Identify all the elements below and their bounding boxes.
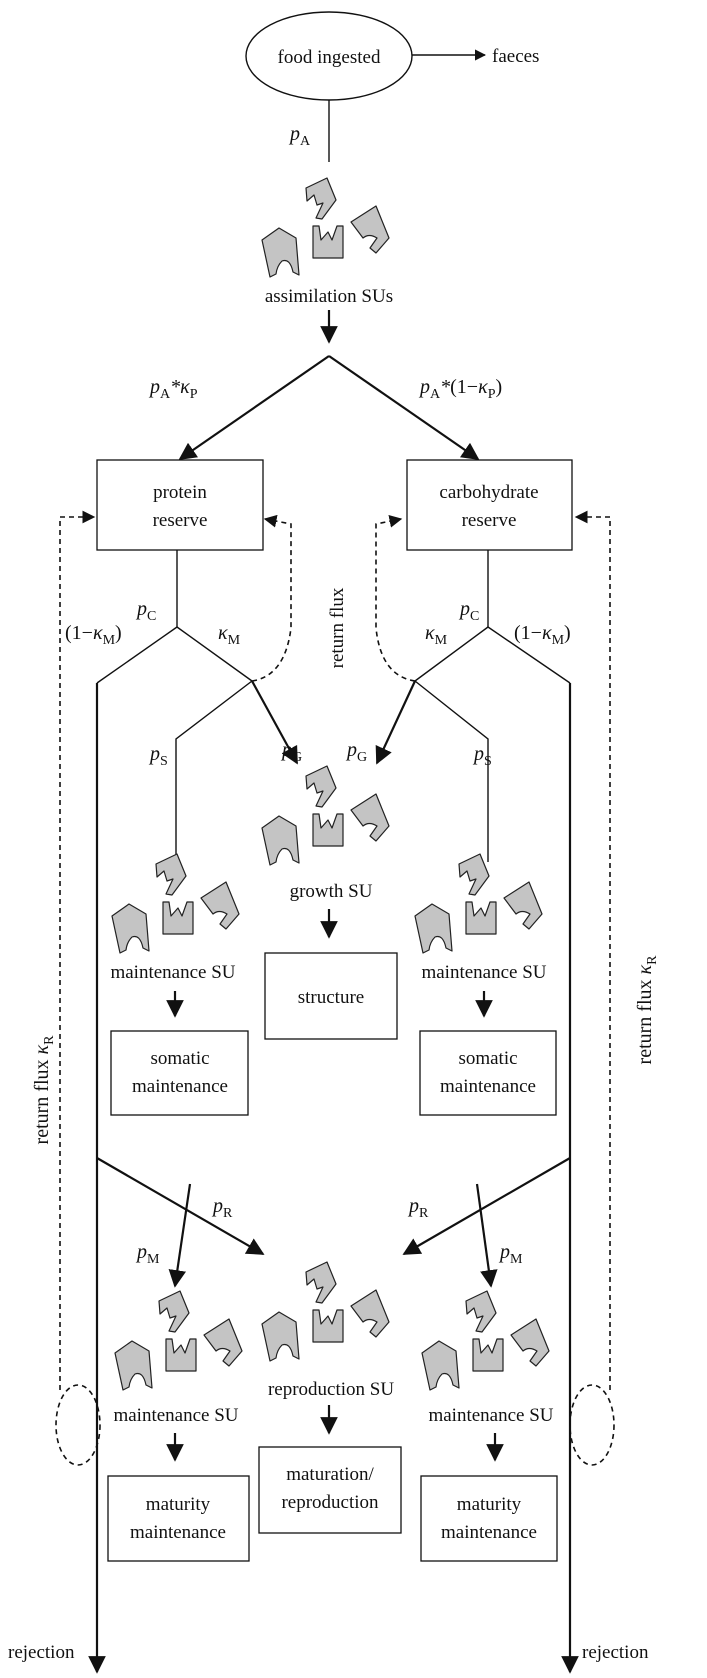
right-km-branch [414,626,489,682]
carbohydrate-reserve-label-2: reserve [462,510,517,531]
protein-reserve-box [96,459,264,551]
protein-reserve-label-2: reserve [153,510,208,531]
flux-pa-one-minus-kp-label: pA*(1−κP) [418,376,502,402]
right-maturity-maintenance-box [420,1475,558,1562]
right-one-minus-km-label: (1−κM) [514,622,571,648]
left-flux-pc-label: pC [135,598,156,624]
right-maintenance-su-label: maintenance SU [421,962,546,983]
left-one-minus-km-label: (1−κM) [65,622,122,648]
left-maturity-label-2: maintenance [130,1522,226,1543]
right-flux-pr-label: pR [407,1195,429,1221]
right-rejection-label: rejection [582,1642,649,1663]
right-km-complement-branch [487,626,571,684]
protein-reserve-label-1: protein [153,482,207,503]
flux-pa-kp-label: pA*κP [148,376,198,402]
carbohydrate-return-flux-dashed [375,514,416,682]
lower-left-maintenance-su-label: maintenance SU [113,1405,238,1426]
right-somatic-label-2: maintenance [440,1076,536,1097]
carbohydrate-reserve-label-1: carbohydrate [439,482,538,503]
left-maturity-maintenance-box [107,1475,250,1562]
return-flux-center-label: return flux [327,587,348,668]
structure-box [264,952,398,1040]
right-maturity-label-2: maintenance [441,1522,537,1543]
lower-right-maintenance-su-icon [421,1290,550,1391]
right-somatic-label-1: somatic [458,1048,517,1069]
right-pr-arrow [402,1157,571,1255]
right-ps-line [414,680,489,862]
maturation-label-1: maturation/ [286,1464,374,1485]
left-flux-ps-label: pS [148,743,168,769]
right-pg-arrow [375,680,416,765]
reproduction-su-label: reproduction SU [268,1379,394,1400]
left-somatic-label-2: maintenance [132,1076,228,1097]
right-outer-return-flux [574,510,611,1390]
left-km-label: κM [218,622,241,648]
right-flux-pm-label: pM [498,1241,523,1267]
left-somatic-maintenance-box [110,1030,249,1116]
left-flux-pr-label: pR [211,1195,233,1221]
left-outer-return-flux [59,510,96,1390]
structure-label: structure [298,987,364,1008]
faeces-label: faeces [492,46,539,67]
growth-su-icon [261,765,390,866]
left-maturity-label-1: maturity [146,1494,211,1515]
left-flux-pm-label: pM [135,1241,160,1267]
flux-pa-label: pA [288,123,311,149]
left-rejection-loop [55,1384,101,1466]
growth-su-label: growth SU [290,881,373,902]
right-flux-ps-label: pS [472,743,492,769]
carbohydrate-reserve-arrow [328,355,480,461]
left-maintenance-su-label: maintenance SU [110,962,235,983]
left-pm-arrow [168,1183,192,1288]
right-pm-arrow [475,1183,498,1288]
carbohydrate-reserve-box [406,459,573,551]
maturation-reproduction-box [258,1446,402,1534]
right-rejection-loop [569,1384,615,1466]
lower-left-maintenance-su-icon [114,1290,243,1391]
left-km-branch [176,626,253,682]
left-km-complement-branch [96,626,178,684]
left-flux-pg-label: pG [280,739,302,765]
food-ingested-label: food ingested [278,47,381,68]
left-somatic-label-1: somatic [150,1048,209,1069]
left-pg-arrow [251,680,298,765]
right-somatic-maintenance-box [419,1030,557,1116]
left-ps-line [175,680,253,862]
right-maturity-label-1: maturity [457,1494,522,1515]
assimilation-sus-label: assimilation SUs [265,286,393,307]
right-flux-pg-label: pG [345,739,367,765]
food-ingested-node: food ingested [245,11,413,101]
protein-return-flux-dashed [251,514,292,682]
right-km-label: κM [425,622,448,648]
maturation-label-2: reproduction [281,1492,379,1513]
left-rejection-label: rejection [8,1642,75,1663]
reproduction-su-icon [261,1261,390,1362]
assimilation-su-icon [261,177,390,278]
right-return-flux-kr-label: return flux κR [634,955,660,1065]
lower-right-maintenance-su-label: maintenance SU [428,1405,553,1426]
left-maintenance-su-icon [111,853,240,954]
protein-reserve-arrow [178,355,330,461]
left-return-flux-kr-label: return flux κR [31,1035,57,1145]
right-flux-pc-label: pC [458,598,479,624]
left-pr-arrow [96,1157,265,1255]
right-maintenance-su-icon [414,853,543,954]
